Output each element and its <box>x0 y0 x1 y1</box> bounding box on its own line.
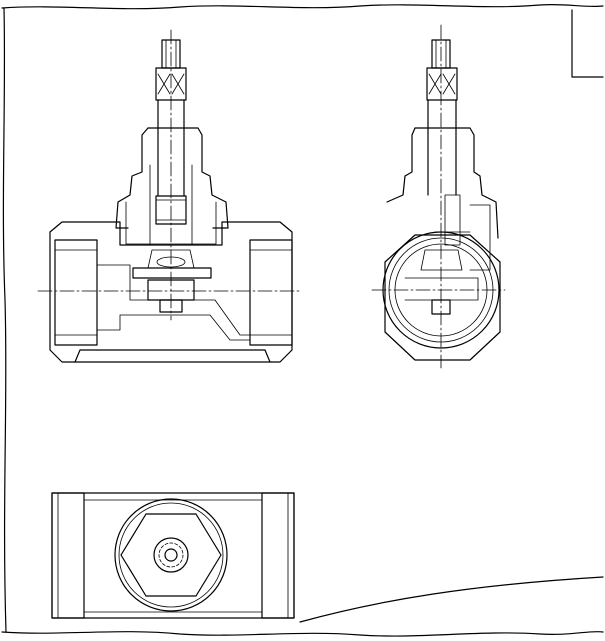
stem-spindle <box>155 39 187 196</box>
front-section-view <box>37 29 301 363</box>
valve-disc <box>132 249 212 313</box>
bonnet <box>115 127 229 246</box>
side-section-view <box>371 24 506 369</box>
side-stem-spindle <box>426 39 458 196</box>
valve-body <box>49 221 293 363</box>
top-plan-view <box>51 492 295 619</box>
side-bonnet <box>386 127 499 271</box>
top-body <box>51 492 295 619</box>
hex-nut-top <box>114 498 228 612</box>
side-hex-body <box>382 231 501 361</box>
sheet-border <box>1 3 604 637</box>
